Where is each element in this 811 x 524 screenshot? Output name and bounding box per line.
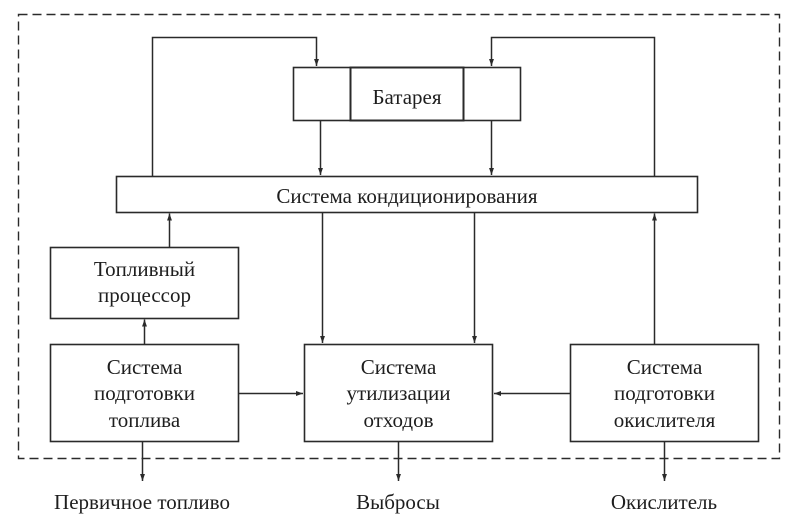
conditioning-label: Система кондиционирования — [276, 184, 538, 208]
battery-block[interactable] — [292, 66, 522, 122]
emissions-label: Выбросы — [356, 490, 440, 514]
battery-label: Батарея — [372, 85, 442, 109]
oxidizer-prep-label: Система подготовки окислителя — [613, 355, 716, 432]
fuel-prep-block[interactable] — [49, 343, 240, 443]
fuel-processor-block[interactable] — [49, 246, 240, 320]
conditioning-block[interactable] — [115, 175, 699, 214]
waste-label: Система утилизации отходов — [346, 355, 451, 432]
battery-core-box — [349, 66, 465, 122]
oxidizer-label: Окислитель — [610, 490, 718, 514]
arrow-conditioning-to-battery-left — [151, 36, 319, 176]
arrow-conditioning-to-battery-right — [489, 36, 656, 176]
fuel-prep-label: Система подготовки топлива — [94, 355, 195, 432]
primary-fuel-label: Первичное топливо — [54, 490, 230, 514]
fuel-processor-label: Топливный процессор — [93, 257, 196, 308]
waste-block[interactable] — [303, 343, 494, 443]
oxidizer-prep-block[interactable] — [569, 343, 760, 443]
